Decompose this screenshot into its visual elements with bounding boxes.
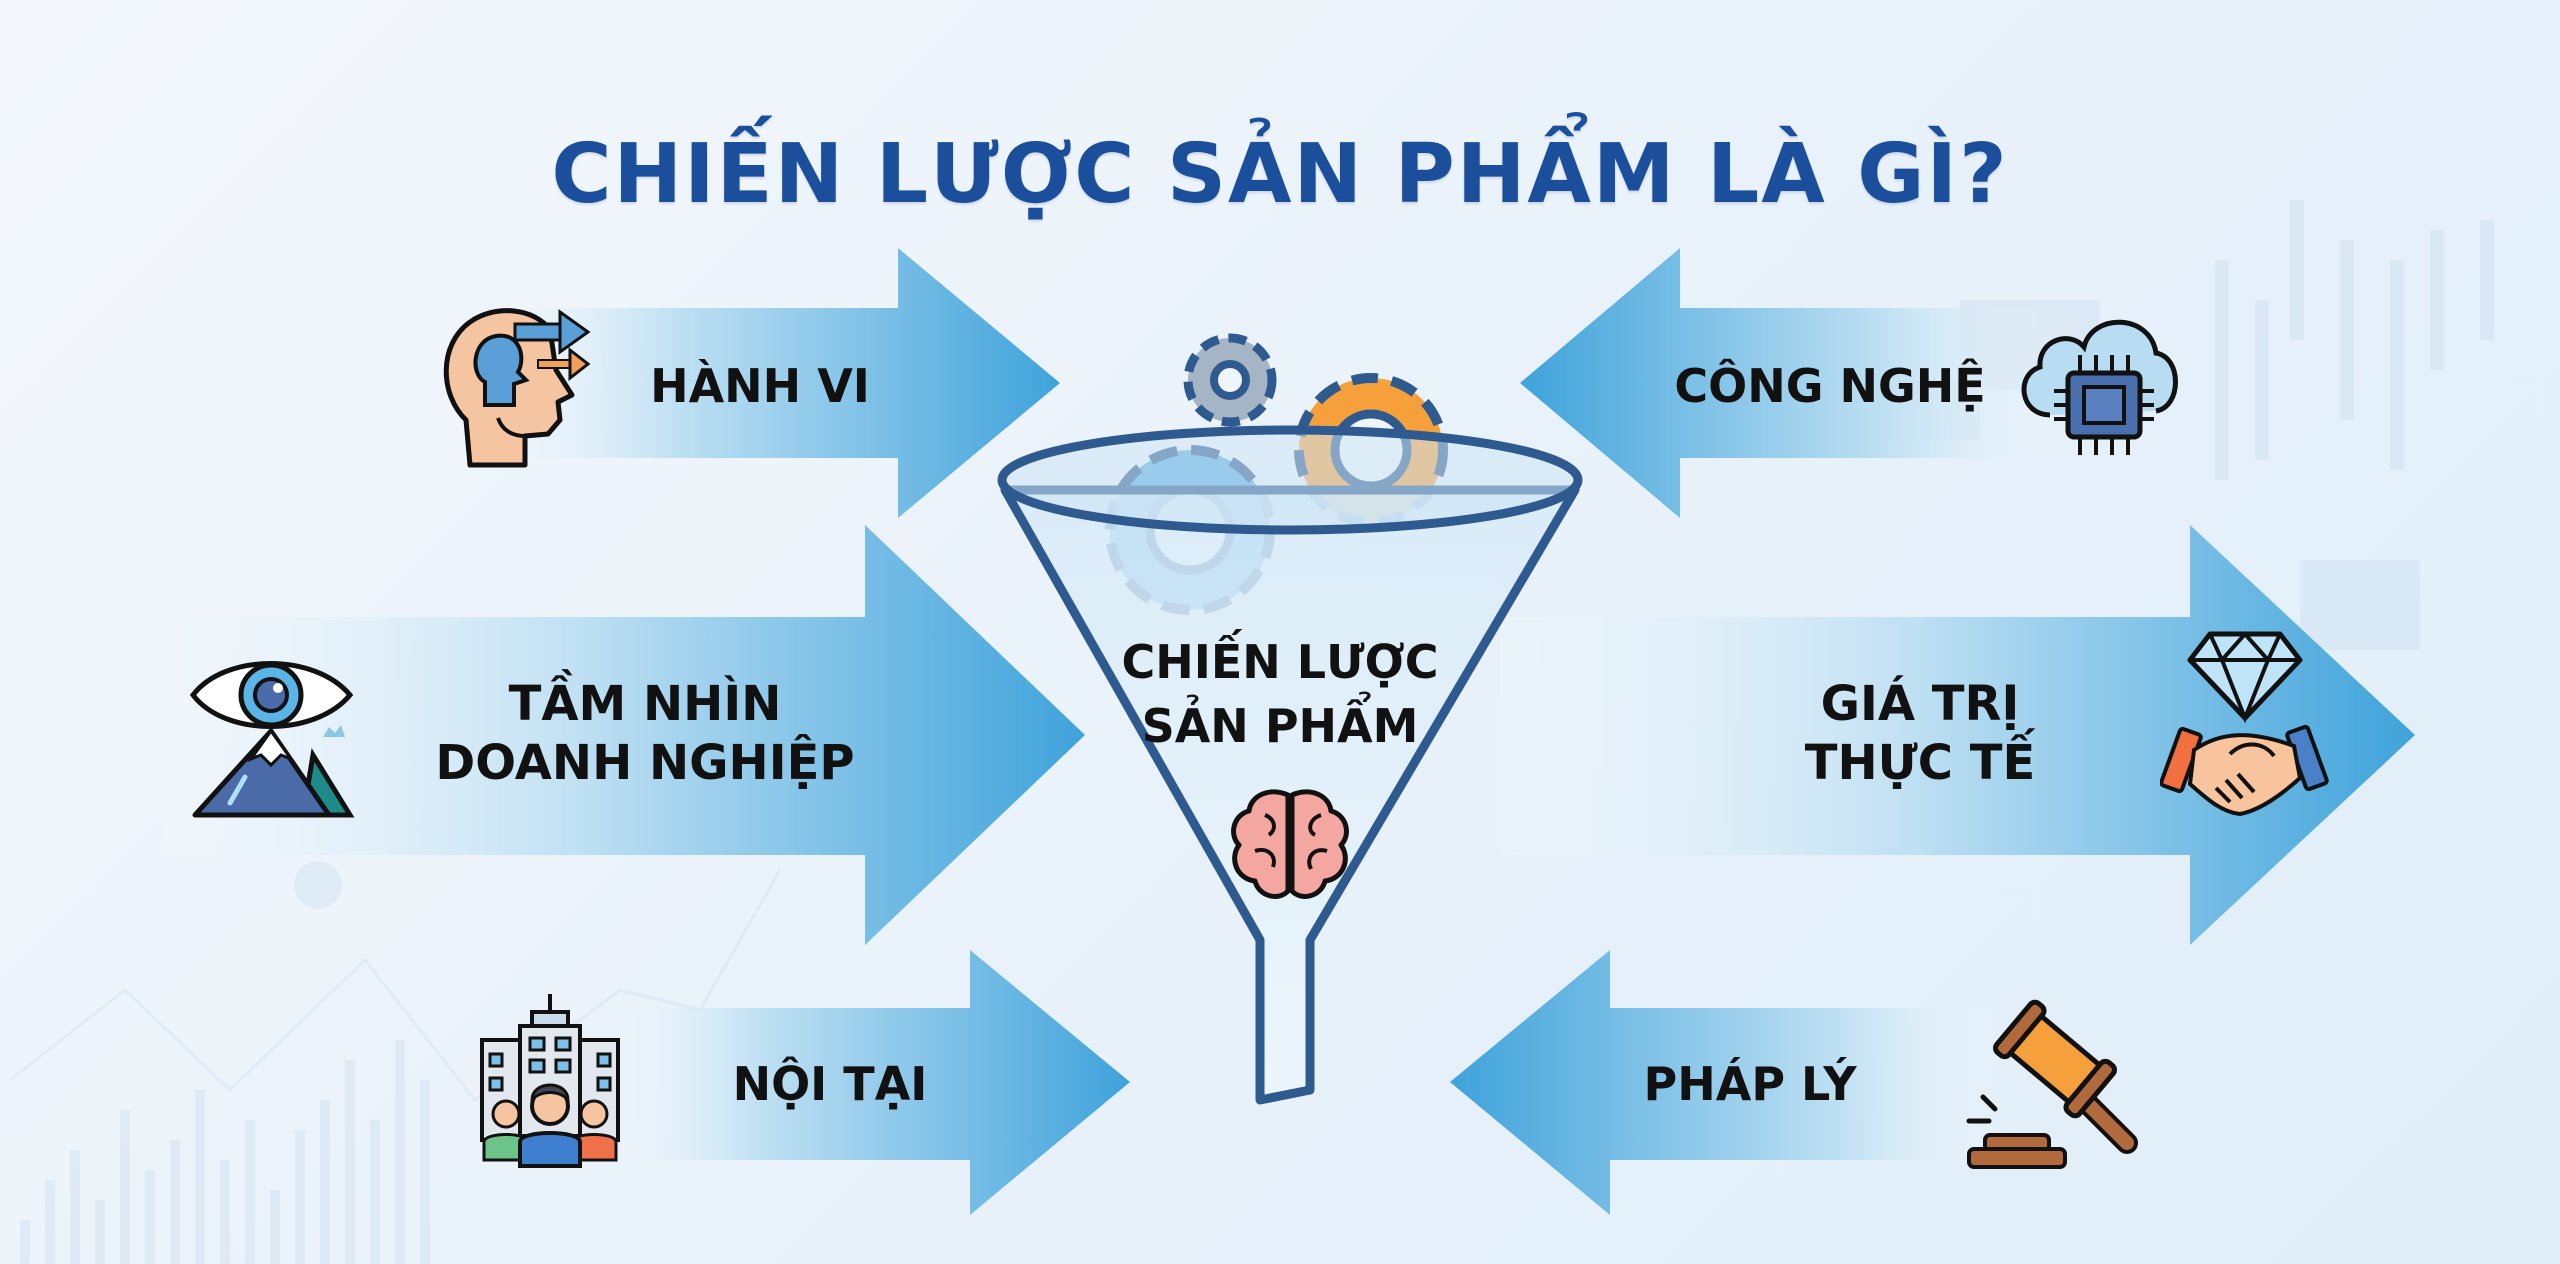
label-tam-nhin: TẦM NHÌN DOANH NGHIỆP [435, 676, 855, 791]
arrow-left-shape [1450, 950, 2010, 1215]
eye-mountain-icon [189, 661, 355, 818]
gavel-icon [1966, 999, 2138, 1169]
label-hanh-vi: HÀNH VI [650, 359, 870, 413]
arrow-tam-nhin: TẦM NHÌN DOANH NGHIỆP [165, 525, 1085, 945]
arrow-gia-tri: GIÁ TRỊ THỰC TẾ [1500, 525, 2415, 945]
diamond-handshake-icon [2160, 630, 2329, 817]
page-title: CHIẾN LƯỢC SẢN PHẨM LÀ GÌ? [551, 126, 2009, 222]
head-behavior-icon [443, 308, 591, 468]
label-gia-tri: GIÁ TRỊ THỰC TẾ [1804, 676, 2036, 791]
brain-icon [1231, 789, 1349, 899]
arrow-left-shape [1520, 248, 2080, 518]
building-team-icon [480, 994, 620, 1168]
arrow-right-shape [165, 525, 1085, 945]
arrow-right-shape [1500, 525, 2415, 945]
gear-gray-icon [1183, 333, 1277, 427]
label-phap-ly: PHÁP LÝ [1643, 1057, 1857, 1111]
arrow-noi-tai: NỘI TẠI [600, 950, 1130, 1215]
arrow-right-shape [600, 950, 1130, 1215]
arrow-hanh-vi: HÀNH VI [470, 248, 1060, 518]
center-label: CHIẾN LƯỢC SẢN PHẨM [1121, 635, 1439, 754]
label-cong-nghe: CÔNG NGHỆ [1674, 359, 1986, 413]
arrow-right-shape [470, 248, 1060, 518]
arrow-phap-ly: PHÁP LÝ [1450, 950, 2010, 1215]
arrow-cong-nghe: CÔNG NGHỆ [1520, 248, 2080, 518]
cloud-chip-icon [2021, 319, 2178, 455]
label-noi-tai: NỘI TẠI [732, 1057, 928, 1111]
